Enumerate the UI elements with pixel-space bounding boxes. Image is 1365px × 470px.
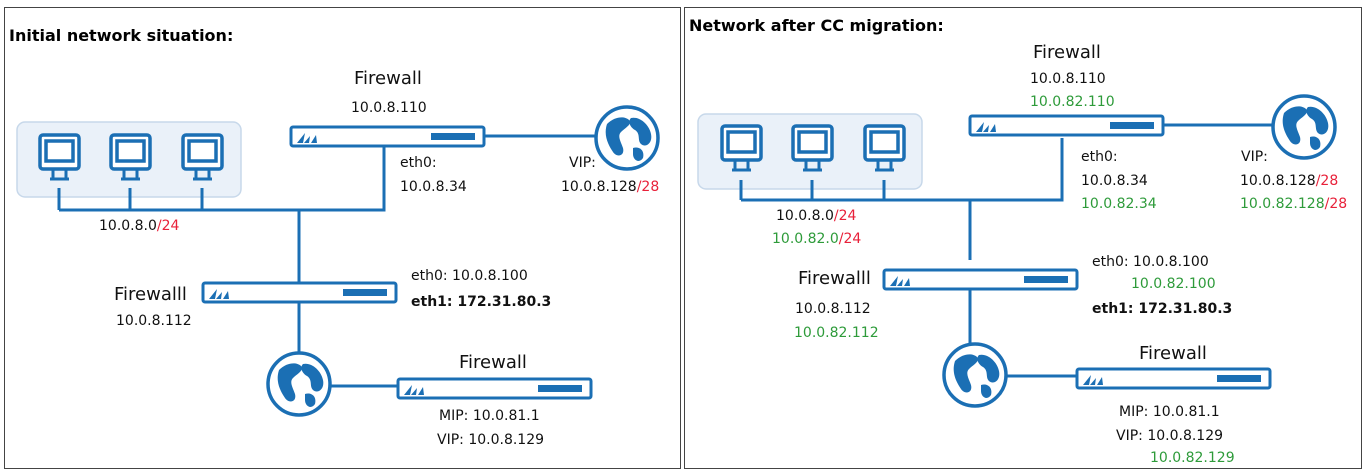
lan-wires [739, 123, 1273, 378]
fw-top-name: Firewall [354, 68, 422, 89]
lan-subnet: 10.0.8.0/24 [776, 208, 857, 224]
fw-bot-mip: MIP: 10.0.81.1 [439, 408, 540, 424]
fw-bot-vip: VIP: 10.0.8.129 [437, 432, 544, 448]
fw-top-eth0-label: eth0: [400, 155, 437, 171]
fw-top-name: Firewall [1033, 42, 1101, 63]
fw-mid-name: Firewalll [798, 268, 871, 289]
fw-top-eth0-ip: 10.0.8.34 [1081, 173, 1148, 189]
firewall-appliance-icon [396, 377, 593, 400]
fw-bot-name: Firewall [459, 352, 527, 373]
lan-subnet: 10.0.8.0/24 [99, 218, 180, 234]
internet-globe-icon [1271, 94, 1337, 160]
vip-label: VIP: [569, 155, 596, 171]
after-migration-title: Network after CC migration: [689, 16, 944, 35]
internet-globe-icon [266, 351, 332, 417]
vip-address: 10.0.8.128/28 [1240, 173, 1338, 189]
fw-mid-ip: 10.0.8.112 [116, 313, 192, 329]
fw-top-ip: 10.0.8.110 [351, 100, 427, 116]
vip-address-new: 10.0.82.128/28 [1240, 196, 1347, 212]
fw-mid-eth1: eth1: 172.31.80.3 [1092, 301, 1232, 317]
firewall-appliance-icon [1075, 367, 1272, 390]
firewall-appliance-icon [968, 114, 1165, 137]
fw-mid-eth0: eth0: 10.0.8.100 [411, 268, 528, 284]
fw-bot-mip: MIP: 10.0.81.1 [1119, 404, 1220, 420]
fw-bot-name: Firewall [1139, 343, 1207, 364]
right-diagram: Firewall 10.0.8.110 10.0.82.110 eth0: 10… [697, 42, 1347, 466]
firewall-appliance-icon [201, 281, 398, 304]
initial-network-title: Initial network situation: [9, 26, 234, 45]
lan-wires [57, 134, 596, 388]
vip-address: 10.0.8.128/28 [561, 179, 659, 195]
fw-mid-eth1: eth1: 172.31.80.3 [411, 294, 551, 310]
fw-top-ip: 10.0.8.110 [1030, 71, 1106, 87]
firewall-appliance-icon [289, 125, 486, 148]
fw-mid-ip: 10.0.8.112 [795, 301, 871, 317]
fw-mid-eth0: eth0: 10.0.8.100 [1092, 254, 1209, 270]
internet-globe-icon [594, 105, 660, 171]
internet-globe-icon [942, 342, 1008, 408]
left-diagram: Firewall 10.0.8.110 eth0: 10.0.8.34 VIP:… [16, 68, 660, 448]
fw-top-ip-new: 10.0.82.110 [1030, 94, 1115, 110]
fw-mid-ip-new: 10.0.82.112 [794, 325, 879, 341]
vip-label: VIP: [1241, 149, 1268, 165]
fw-top-eth0-ip-new: 10.0.82.34 [1081, 196, 1157, 212]
fw-mid-eth0-new: 10.0.82.100 [1131, 276, 1216, 292]
firewall-appliance-icon [882, 268, 1079, 291]
fw-bot-vip: VIP: 10.0.8.129 [1116, 428, 1223, 444]
lan-subnet-new: 10.0.82.0/24 [772, 231, 861, 247]
fw-bot-vip-new: 10.0.82.129 [1150, 450, 1235, 466]
fw-top-eth0-ip: 10.0.8.34 [400, 179, 467, 195]
fw-mid-name: Firewalll [114, 284, 187, 305]
fw-top-eth0-label: eth0: [1081, 149, 1118, 165]
